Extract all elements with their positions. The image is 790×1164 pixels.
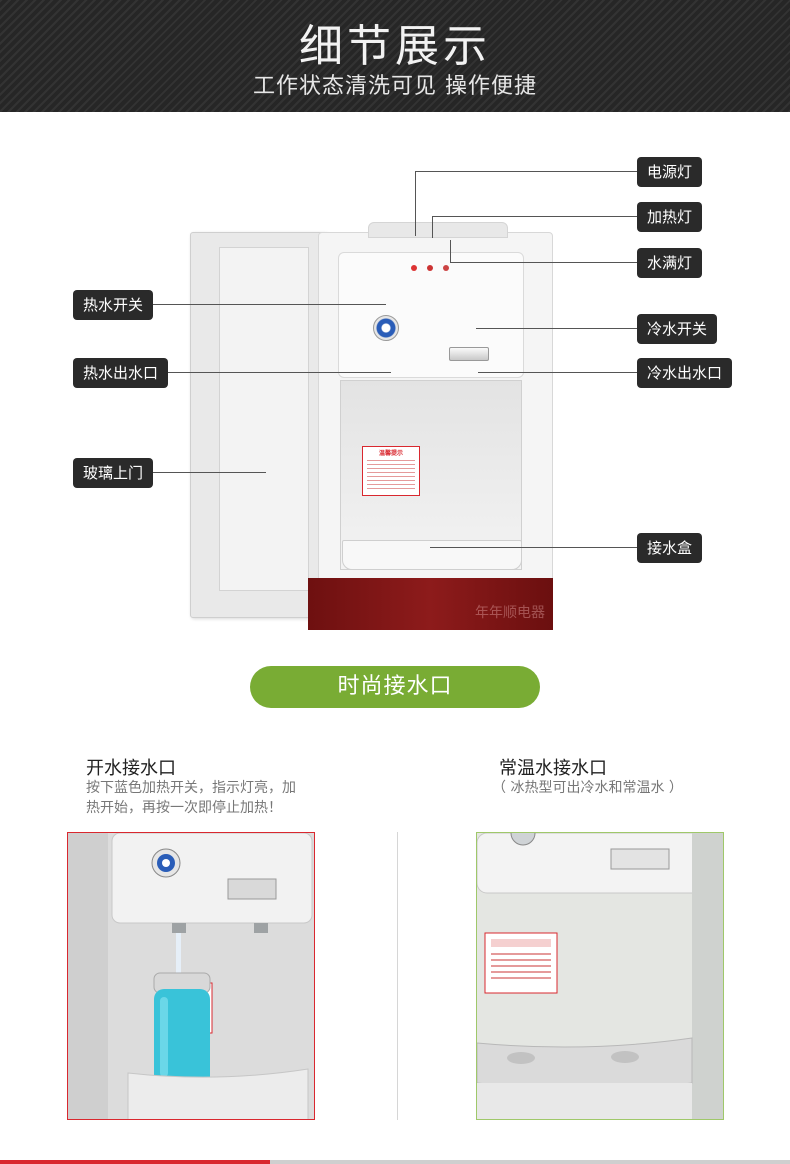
left-section-title: 开水接水口 (86, 758, 176, 779)
room-temp-outlet-illustration (477, 833, 723, 1119)
leader-line (450, 240, 451, 262)
sticker-text-lines (367, 457, 415, 491)
section-divider (397, 832, 398, 1120)
section-pill: 时尚接水口 (250, 666, 540, 708)
sticker-title: 温馨提示 (378, 450, 403, 457)
leader-line (153, 304, 386, 305)
leader-line (432, 216, 637, 217)
header-banner: 细节展示 工作状态清洗可见 操作便捷 (0, 0, 790, 112)
watermark: 年年顺电器 (475, 605, 545, 621)
leader-line (450, 262, 637, 263)
page-subtitle: 工作状态清洗可见 操作便捷 (253, 74, 537, 99)
leader-line (430, 547, 637, 548)
leader-line (476, 328, 637, 329)
leader-line (432, 216, 433, 238)
leader-line (415, 171, 637, 172)
leader-line (415, 171, 416, 236)
top-cap (368, 222, 508, 238)
leader-line (153, 372, 391, 373)
hot-water-outlet-photo (67, 832, 315, 1120)
door-glass-panel (219, 247, 309, 591)
callout-drip-box: 接水盒 (637, 533, 703, 563)
callout-cold-switch: 冷水开关 (637, 314, 718, 344)
callout-heat-light: 加热灯 (637, 202, 703, 232)
full-led-icon (443, 265, 449, 271)
glass-door (190, 232, 328, 618)
bottom-accent-gray (270, 1160, 790, 1164)
callout-full-light: 水满灯 (637, 248, 703, 278)
callout-hot-switch: 热水开关 (73, 290, 154, 320)
cold-water-lever-icon (449, 347, 489, 361)
room-temp-outlet-photo (476, 832, 724, 1120)
drip-tray (342, 540, 522, 570)
right-section-title: 常温水接水口 (499, 758, 607, 779)
callout-hot-outlet: 热水出水口 (73, 358, 169, 388)
dispenser-base: 年年顺电器 (308, 578, 553, 630)
hot-outlet-illustration (68, 833, 314, 1119)
water-dispenser-image: 温馨提示 年年顺电器 (190, 218, 555, 630)
page-title: 细节展示 (299, 21, 491, 72)
bottom-accent-red (0, 1160, 270, 1164)
left-section-desc-line2: 热开始，再按一次即停止加热！ (86, 800, 282, 816)
control-panel (338, 252, 524, 378)
leader-line (153, 472, 266, 473)
callout-power-light: 电源灯 (637, 157, 703, 187)
callout-cold-outlet: 冷水出水口 (637, 358, 733, 388)
leader-line (478, 372, 637, 373)
callout-glass-door: 玻璃上门 (73, 458, 154, 488)
hot-water-switch-icon (373, 315, 399, 341)
power-led-icon (411, 265, 417, 271)
heat-led-icon (427, 265, 433, 271)
warning-sticker: 温馨提示 (362, 446, 420, 496)
right-section-desc: （ 冰热型可出冷水和常温水 ） (492, 780, 683, 796)
left-section-desc-line1: 按下蓝色加热开关，指示灯亮，加 (86, 780, 296, 796)
